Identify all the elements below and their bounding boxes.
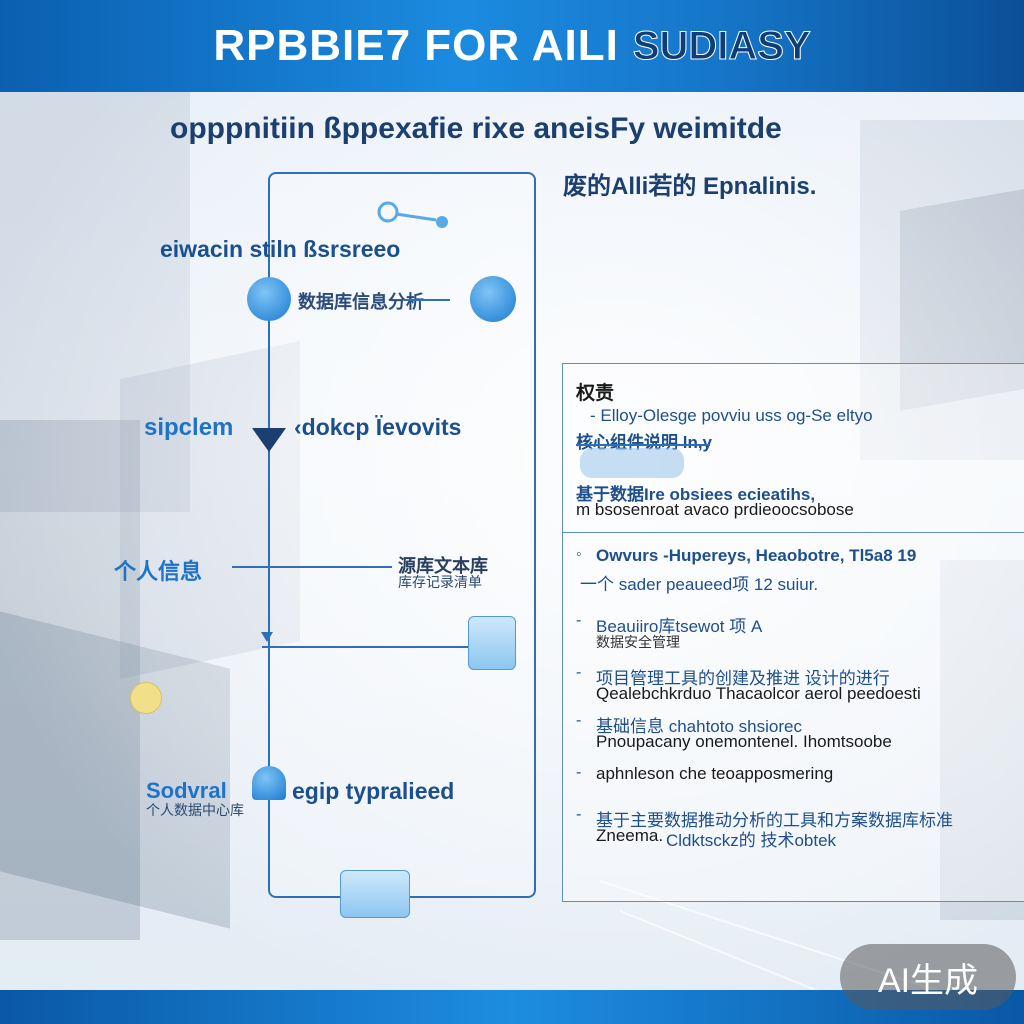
- flow-label-bottom-left: Sodvral: [146, 778, 227, 803]
- flow-node-chart-icon: [470, 276, 516, 322]
- panel-item-1-sub: 一个 sader peaueed项 12 suiur.: [580, 575, 819, 594]
- flow-connector-line: [268, 290, 270, 790]
- bullet-icon: ◦: [576, 546, 582, 563]
- panel-item-6: 基于主要数据推动分析的工具和方案数据库标准: [596, 811, 953, 830]
- panel-item-6-sub: Zneema.: [596, 826, 664, 845]
- page-title: RPBBIE7 FOR AILI: [213, 21, 619, 70]
- ai-generated-badge: AI生成: [840, 944, 1016, 1010]
- flow-label-bottom-right: egip typralieed: [292, 778, 455, 804]
- flow-branch-line: [232, 566, 392, 568]
- panel-underline: [576, 444, 710, 446]
- panel-item-1: Owvurs -Hupereys, Heaobotre, Tl5a8 19: [596, 546, 917, 565]
- panel-item-6-sub-blue: Cldktsckz的 技术obtek: [666, 831, 837, 850]
- bullet-icon: -: [576, 806, 582, 823]
- flow-branch-line-2: [262, 646, 502, 648]
- page-title-sub: SUDIASY: [632, 23, 811, 68]
- panel-item-4: 基础信息 chahtoto shsiorec: [596, 717, 802, 736]
- bullet-icon: -: [576, 664, 582, 681]
- panel-toggle-icon: [580, 448, 684, 478]
- subtitle-secondary: 废的Alli若的 Epnalinis.: [563, 173, 817, 200]
- panel-item-5: aphnleson che teoapposmering: [596, 764, 834, 783]
- panel-line-1: - Elloy-Olesge povviu uss og-Se eltyo: [590, 406, 873, 425]
- flow-label-top: eiwacin stiln ßsrsreeo: [160, 236, 401, 262]
- bullet-icon: -: [576, 712, 582, 729]
- panel-item-2: Beauiiro库tsewot 项 A: [596, 617, 763, 636]
- info-panel-divider: [562, 532, 1024, 533]
- panel-heading: 权责: [576, 383, 615, 404]
- flow-arrow-small-icon: [261, 632, 273, 642]
- flow-node-lock-icon: [252, 766, 286, 800]
- header-banner: RPBBIE7 FOR AILI SUDIASY: [0, 0, 1024, 92]
- flow-node1-text: 数据库信息分析: [298, 292, 424, 312]
- panel-item-2-sub: 数据安全管理: [596, 634, 680, 650]
- flow-label-mid-right: ‹dokcp Ïevovits: [294, 414, 462, 440]
- link-icon: [376, 198, 456, 238]
- flow-link-line: [404, 299, 450, 301]
- flow-device-icon: [468, 616, 516, 670]
- flow-label-mid-left: sipclem: [144, 414, 234, 441]
- panel-item-4-sub: Pnoupacany onemontenel. Ihomtsoobe: [596, 732, 892, 751]
- subtitle: opppnitiin ßppexafie rixe aneisFy weimit…: [170, 112, 782, 145]
- panel-line-2: 核心组件说明 ln,y: [576, 433, 713, 452]
- flow-node-database-icon: [247, 277, 291, 321]
- bullet-icon: -: [576, 612, 582, 629]
- flow-label-bottom-small: 个人数据中心库: [146, 802, 244, 818]
- panel-item-3-sub: Qealebchkrduo Thacaolcor aerol peedoesti: [596, 684, 921, 703]
- panel-line-4: m bsosenroat avaco prdieoocsobose: [576, 500, 854, 519]
- flow-label-side-right-small: 库存记录清单: [398, 574, 482, 590]
- bullet-icon: -: [576, 764, 582, 781]
- decorative-dot: [130, 682, 162, 714]
- panel-item-3: 项目管理工具的创建及推进 设计的进行: [596, 669, 890, 688]
- flow-terminal-icon: [340, 870, 410, 918]
- flow-label-side: 个人信息: [114, 559, 203, 584]
- flow-label-side-right: 源库文本库: [398, 556, 488, 576]
- panel-line-3: 基于数据Ire obsiees ecieatihs,: [576, 485, 816, 504]
- flow-arrow-down-icon: [252, 428, 286, 452]
